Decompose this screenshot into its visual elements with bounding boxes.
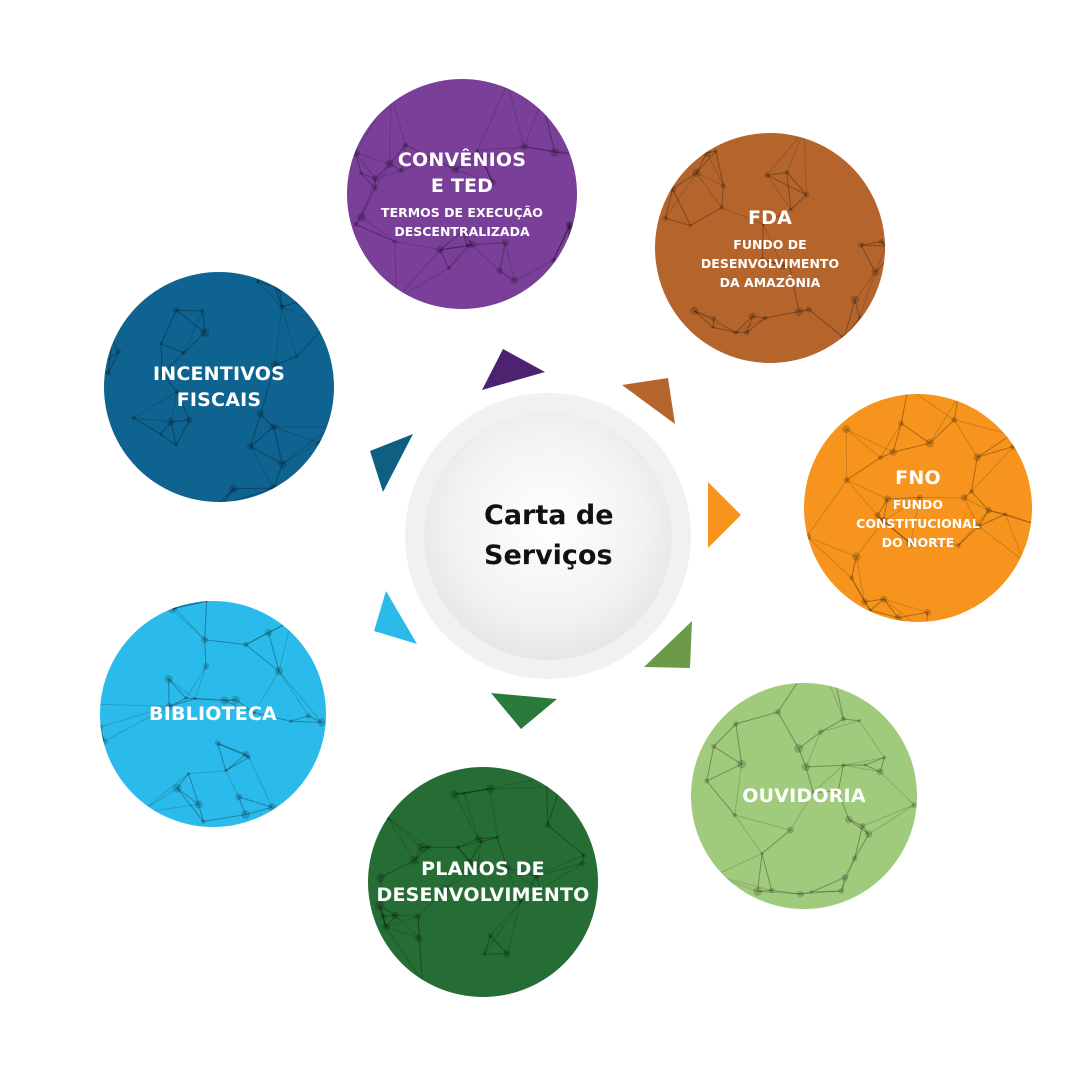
- center-title-line-2: Serviços: [484, 540, 613, 571]
- node-subtitle-line: DO NORTE: [881, 534, 955, 550]
- node-fno[interactable]: [803, 384, 1045, 635]
- node-title-line: PLANOS DE: [421, 858, 545, 880]
- node-title-line: FISCAIS: [176, 389, 262, 411]
- node-ouvidoria[interactable]: [691, 675, 917, 909]
- arrow-fno: [708, 482, 741, 548]
- node-circle-biblioteca[interactable]: [100, 601, 326, 827]
- arrow-fda: [622, 378, 675, 424]
- arrow-convenios: [482, 349, 545, 390]
- node-subtitle-fda: FUNDO DE DESENVOLVIMENTO DA AMAZÔNIA: [701, 235, 839, 292]
- node-title-biblioteca: BIBLIOTECA: [149, 701, 277, 727]
- arrow-incentivos: [370, 434, 413, 492]
- node-label-ouvidoria[interactable]: OUVIDORIA: [696, 683, 912, 909]
- node-circle-convenios[interactable]: [347, 79, 577, 309]
- node-title-fda: FDA: [748, 205, 792, 231]
- node-title-convenios: CONVÊNIOS E TED: [398, 147, 526, 199]
- node-fda[interactable]: [655, 128, 896, 363]
- node-circle-incentivos[interactable]: [104, 272, 334, 502]
- node-title-fno: FNO: [895, 465, 941, 491]
- node-subtitle-line: DA AMAZÔNIA: [719, 274, 821, 290]
- node-title-line: E TED: [430, 175, 494, 197]
- network-texture-ouvidoria: [704, 683, 917, 898]
- node-incentivos[interactable]: [92, 272, 334, 513]
- node-label-convenios[interactable]: CONVÊNIOS E TED TERMOS DE EXECUÇÃO DESCENTR…: [352, 79, 572, 309]
- node-title-line: OUVIDORIA: [742, 785, 866, 807]
- node-circle-ouvidoria[interactable]: [691, 683, 917, 909]
- node-title-line: FDA: [747, 206, 793, 229]
- node-title-line: BIBLIOTECA: [149, 703, 277, 725]
- node-subtitle-line: TERMOS DE EXECUÇÃO: [381, 205, 543, 220]
- node-title-ouvidoria: OUVIDORIA: [742, 783, 865, 809]
- node-convenios[interactable]: [347, 79, 582, 309]
- center-title-line-1: Carta de: [484, 500, 614, 531]
- node-planos[interactable]: [368, 767, 598, 997]
- node-title-line: FNO: [895, 466, 941, 489]
- node-label-biblioteca[interactable]: BIBLIOTECA: [105, 601, 321, 827]
- network-texture-fno: [804, 394, 1032, 622]
- arrow-planos: [491, 693, 557, 729]
- node-circle-fno[interactable]: [804, 394, 1032, 622]
- node-label-planos[interactable]: PLANOS DE DESENVOLVIMENTO: [373, 767, 593, 997]
- node-title-planos: PLANOS DE DESENVOLVIMENTO: [376, 856, 589, 908]
- arrow-ouvidoria: [644, 621, 692, 668]
- node-subtitle-line: DESENVOLVIMENTO: [700, 255, 840, 271]
- node-subtitle-convenios: TERMOS DE EXECUÇÃO DESCENTRALIZADA: [381, 203, 543, 241]
- node-subtitle-line: CONSTITUCIONAL: [856, 515, 980, 531]
- node-subtitle-fno: FUNDO CONSTITUCIONAL DO NORTE: [856, 495, 980, 552]
- node-circle-fda[interactable]: [655, 133, 885, 363]
- network-texture-fda: [662, 133, 885, 343]
- node-label-fno[interactable]: FNO FUNDO CONSTITUCIONAL DO NORTE: [809, 394, 1027, 622]
- node-subtitle-line: FUNDO: [892, 496, 944, 512]
- node-subtitle-line: DESCENTRALIZADA: [394, 224, 530, 239]
- node-title-line: CONVÊNIOS: [397, 149, 527, 171]
- arrow-biblioteca: [374, 591, 417, 644]
- center-title: Carta de Serviços: [484, 496, 614, 576]
- node-label-fda[interactable]: FDA FUNDO DE DESENVOLVIMENTO DA AMAZÔNIA: [660, 133, 880, 363]
- node-biblioteca[interactable]: [93, 599, 326, 827]
- center-hub: [424, 412, 672, 660]
- node-title-line: INCENTIVOS: [152, 363, 286, 385]
- node-circle-planos[interactable]: [368, 767, 598, 997]
- node-label-incentivos[interactable]: INCENTIVOS FISCAIS: [109, 272, 329, 502]
- node-title-line: DESENVOLVIMENTO: [376, 884, 590, 906]
- node-title-incentivos: INCENTIVOS FISCAIS: [153, 361, 285, 413]
- node-subtitle-line: FUNDO DE: [733, 236, 807, 252]
